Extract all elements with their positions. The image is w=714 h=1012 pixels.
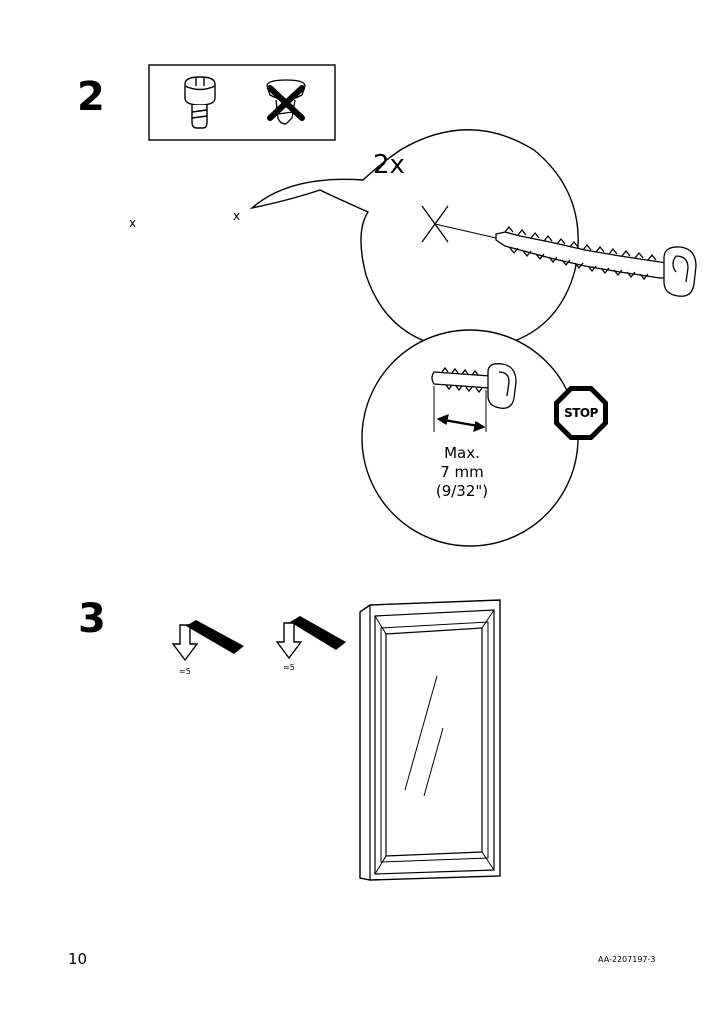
screw-detail-callout xyxy=(249,129,579,351)
stop-sign-text: STOP xyxy=(564,406,598,420)
press-label-2: ≈5 xyxy=(283,663,295,672)
screw-detail-icon xyxy=(421,205,697,297)
max-depth-label: Max. xyxy=(444,444,480,462)
wall-mark-left: x xyxy=(129,216,137,230)
step-number-2: 2 xyxy=(77,74,105,120)
not-allowed-cross-icon xyxy=(267,85,305,121)
wall-mark-right: x xyxy=(233,209,241,223)
screw-type-box xyxy=(148,64,336,141)
press-label-1: ≈5 xyxy=(179,667,191,676)
measurement-circle xyxy=(361,329,579,547)
press-down-arrow-2 xyxy=(275,616,346,660)
correct-screw-icon xyxy=(184,76,216,129)
stop-sign-icon xyxy=(554,386,608,440)
screw-protrusion-icon xyxy=(431,363,517,433)
press-down-arrow-1 xyxy=(171,620,244,662)
step-number-3: 3 xyxy=(78,596,106,642)
mirror-frame-illustration xyxy=(359,599,501,881)
page-number: 10 xyxy=(68,950,88,968)
quantity-label: 2x xyxy=(373,150,405,180)
max-depth-metric: 7 mm xyxy=(440,463,484,481)
max-depth-imperial: (9/32") xyxy=(435,482,489,500)
document-id: AA-2207197-3 xyxy=(598,955,656,964)
